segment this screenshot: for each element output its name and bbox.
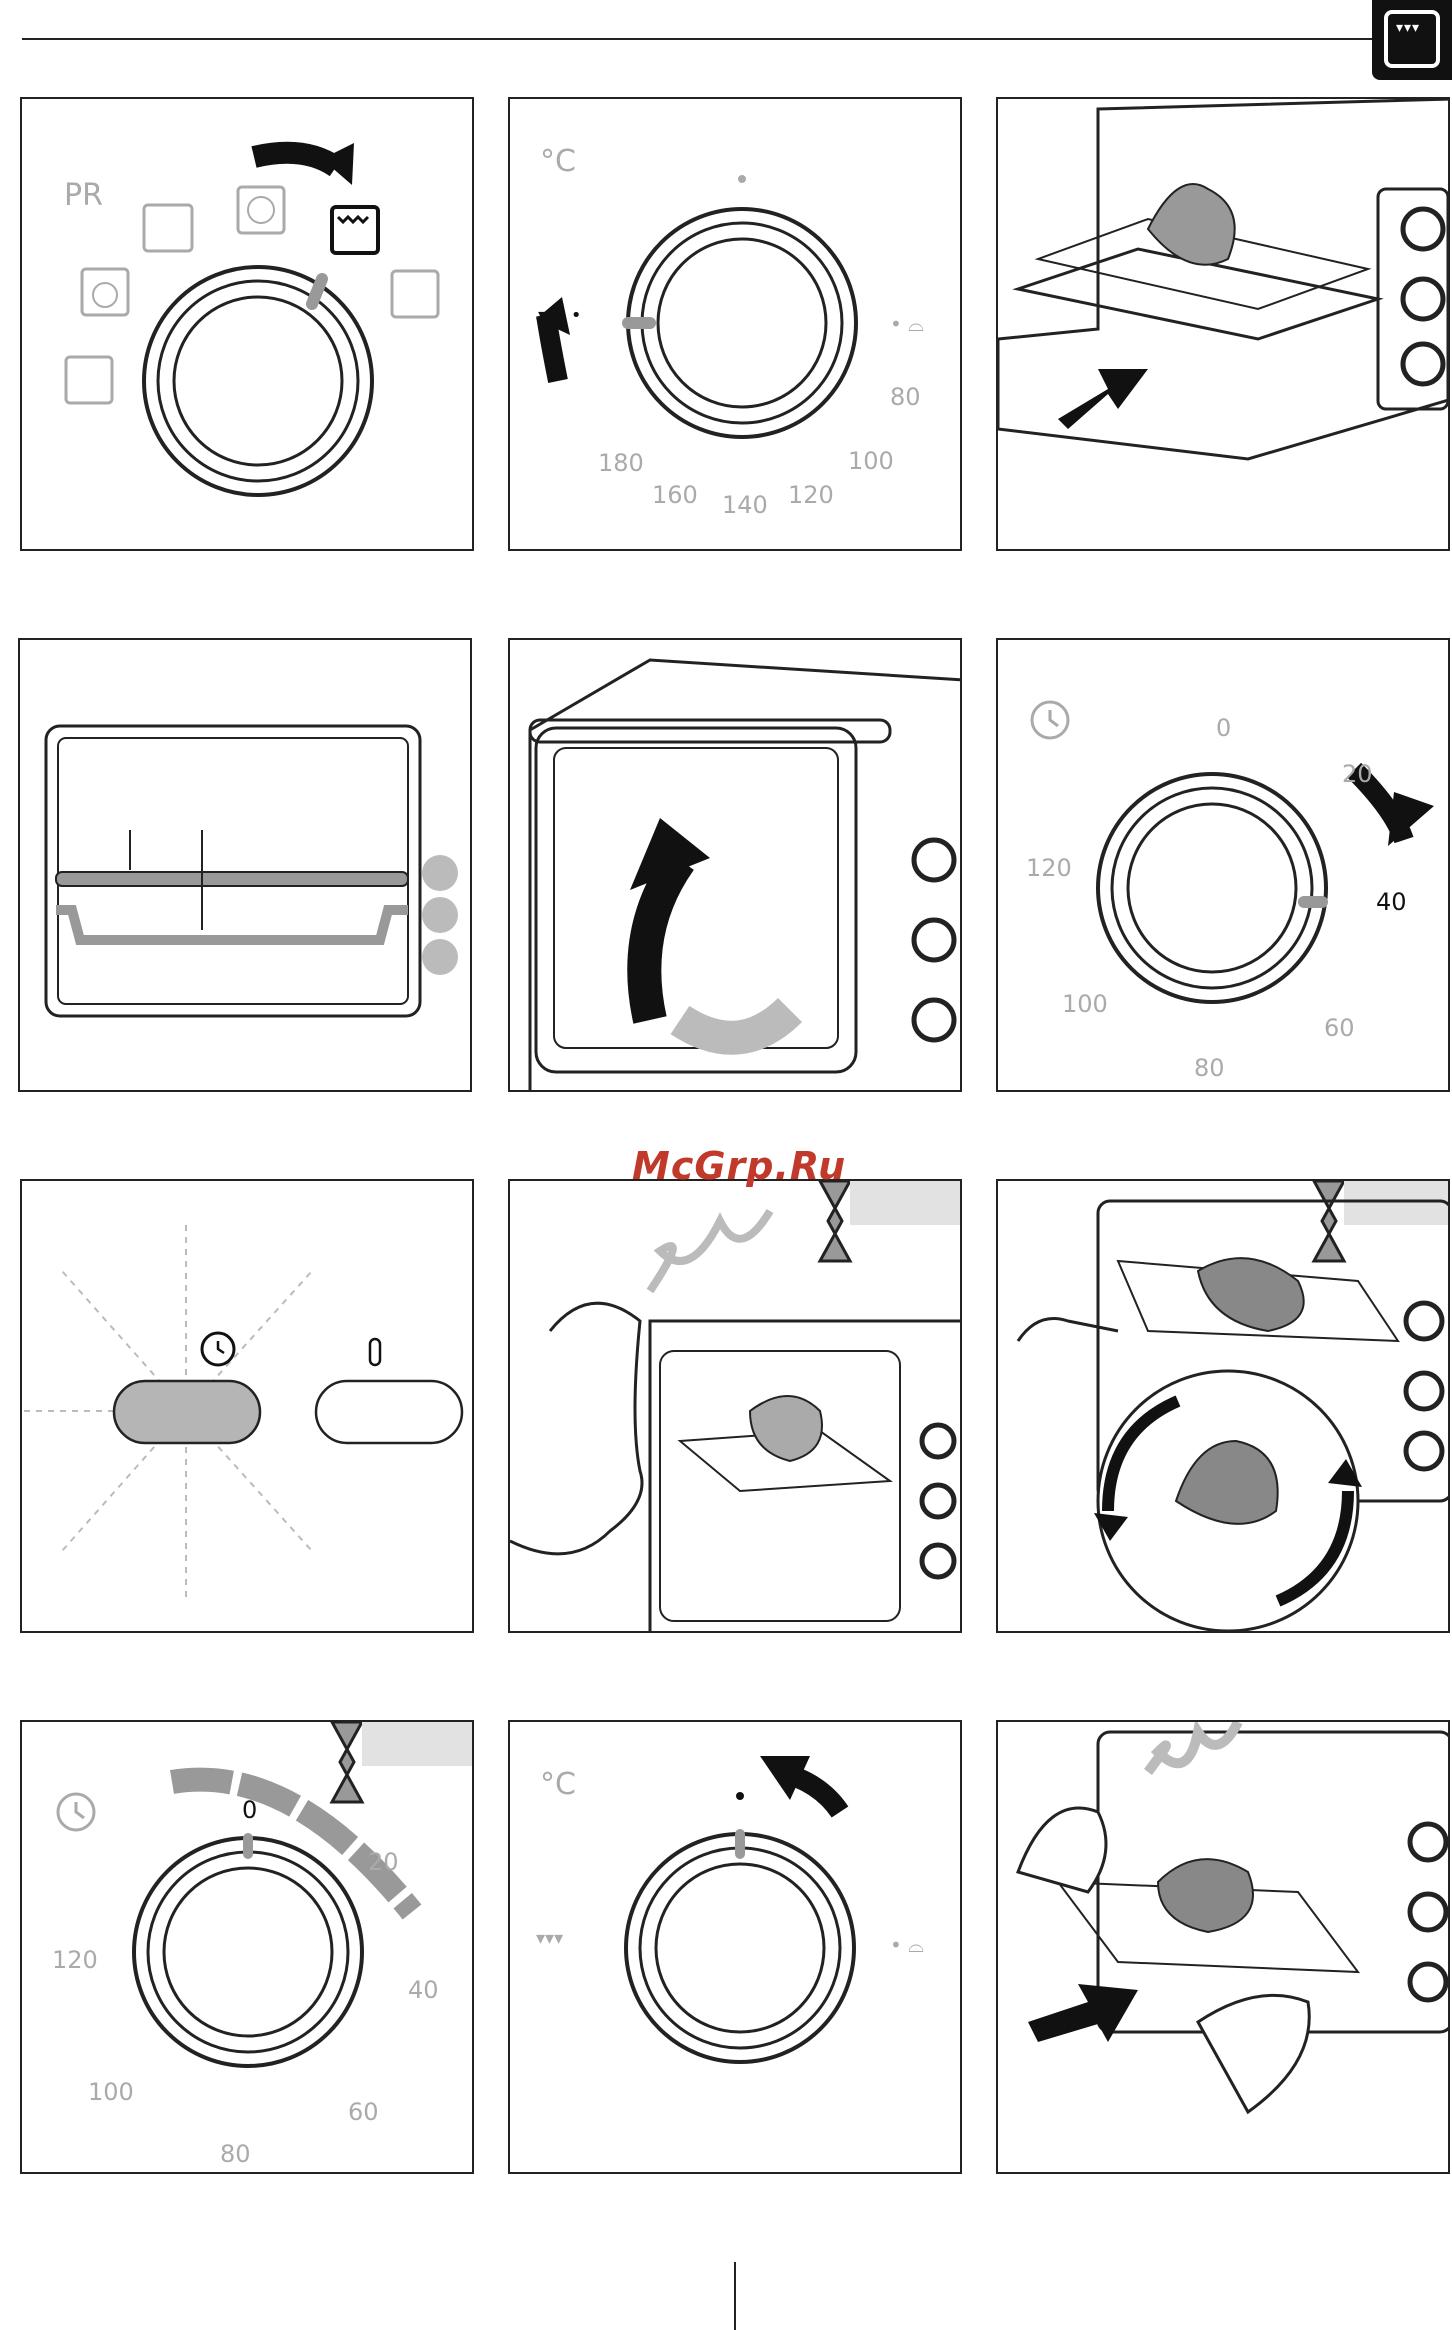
baking-tray <box>56 910 408 940</box>
thermostat-indicator-light <box>316 1381 462 1443</box>
door-handle <box>530 720 890 742</box>
conventional-icon <box>144 205 192 251</box>
grill-mark-icon: ▾▾▾ <box>536 1928 563 1949</box>
hourglass-icon <box>332 1722 362 1802</box>
svg-text:180: 180 <box>598 449 644 477</box>
svg-text:80: 80 <box>890 383 921 411</box>
svg-text:0: 0 <box>1216 714 1231 742</box>
step-12-remove-food <box>996 1720 1450 2174</box>
shelf-level-3 <box>422 939 458 975</box>
svg-text:120: 120 <box>52 1946 98 1974</box>
svg-text:20: 20 <box>368 1848 399 1876</box>
page-center-rule <box>734 2262 736 2330</box>
step-7-timer-light <box>20 1179 474 1633</box>
mode-knob <box>144 267 372 495</box>
svg-text:140: 140 <box>722 491 768 519</box>
temperature-knob <box>626 1834 854 2062</box>
oven-mitt-left <box>1018 1808 1106 1892</box>
hourglass-icon <box>1314 1181 1344 1261</box>
step-4-shelf-positions <box>18 638 472 1092</box>
oven-badge-icon: ▾▾▾ <box>1372 0 1452 80</box>
timer-knob <box>134 1838 362 2066</box>
thermometer-icon <box>370 1339 380 1365</box>
temperature-knob <box>628 209 856 437</box>
meat-icon <box>1198 1258 1304 1331</box>
step-9-turn-food <box>996 1179 1450 1633</box>
shelf-level-2 <box>422 897 458 933</box>
svg-text:120: 120 <box>1026 854 1072 882</box>
svg-text:40: 40 <box>1376 888 1407 916</box>
step-1-mode-dial: PR <box>20 97 474 551</box>
timer-knob <box>1098 774 1326 1002</box>
turn-arrow-icon <box>1388 792 1434 846</box>
tongs-hand <box>1018 1319 1118 1342</box>
pr-label: PR <box>64 178 103 213</box>
bottom-heat-icon <box>66 357 112 403</box>
svg-text:100: 100 <box>1062 990 1108 1018</box>
steam-icon <box>650 1211 770 1291</box>
step-5-close-door <box>508 638 962 1092</box>
temp-unit-label: °C <box>540 144 576 179</box>
svg-text:100: 100 <box>88 2078 134 2106</box>
step-2-temperature-dial: °C ▾▾▾ • • ⌓ 180 160 140 120 100 80 <box>508 97 962 551</box>
fan-icon <box>238 187 284 233</box>
pot-icon: • ⌓ <box>890 1933 924 1957</box>
hourglass-icon <box>820 1181 850 1261</box>
temp-unit-label: °C <box>540 1767 576 1802</box>
svg-text:160: 160 <box>652 481 698 509</box>
meat-icon <box>1158 1859 1253 1932</box>
push-arrow-icon <box>1058 369 1148 429</box>
oven-mitt-right <box>1198 1995 1309 2112</box>
timer-indicator-light <box>114 1381 260 1443</box>
step-10-timer-end: 0 20 40 60 80 100 120 <box>20 1720 474 2174</box>
face-profile <box>510 1303 642 1554</box>
svg-text:80: 80 <box>1194 1054 1225 1082</box>
svg-text:80: 80 <box>220 2140 251 2168</box>
meat-icon <box>750 1396 822 1461</box>
step-3-insert-tray <box>996 97 1450 551</box>
svg-text:60: 60 <box>1324 1014 1355 1042</box>
svg-text:20: 20 <box>1342 760 1373 788</box>
step-6-timer-dial: 0 20 40 60 80 100 120 <box>996 638 1450 1092</box>
grill-icon <box>332 207 378 253</box>
brand-watermark: McGrp.Ru <box>632 1144 846 1188</box>
svg-text:60: 60 <box>348 2098 379 2126</box>
pot-icon: • ⌓ <box>890 312 924 336</box>
svg-text:120: 120 <box>788 481 834 509</box>
wire-rack <box>56 872 408 886</box>
steam-icon <box>1148 1722 1238 1772</box>
svg-text:100: 100 <box>848 447 894 475</box>
shelf-level-1 <box>422 855 458 891</box>
defrost-icon <box>392 271 438 317</box>
header-rule <box>22 38 1374 40</box>
grill-fan-icon <box>82 269 128 315</box>
svg-text:0: 0 <box>242 1796 257 1824</box>
step-8-check-food <box>508 1179 962 1633</box>
step-11-temperature-off: °C ▾▾▾ • ⌓ <box>508 1720 962 2174</box>
svg-text:40: 40 <box>408 1976 439 2004</box>
